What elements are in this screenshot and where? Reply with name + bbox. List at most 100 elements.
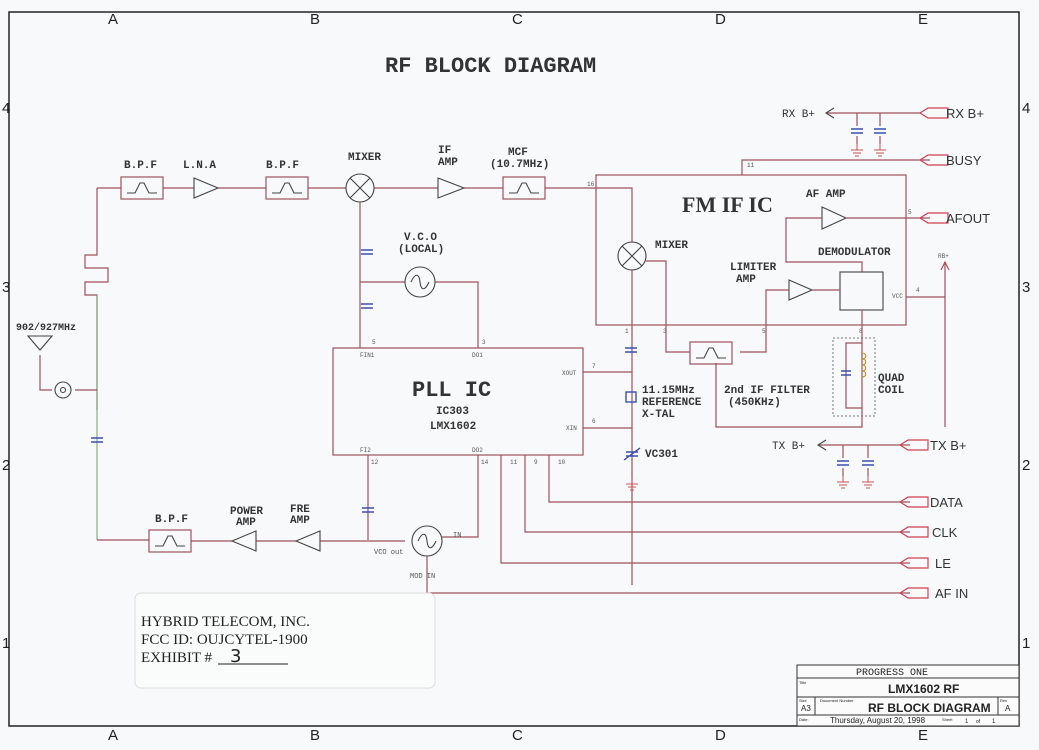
quad-coil-label-1: QUAD — [878, 373, 905, 385]
pre-amp-label-1: FRE — [290, 504, 310, 516]
ports: RX B+ BUSY AFOUT TX B+ DATA CLK LE AF IN — [899, 106, 990, 601]
svg-text:11: 11 — [747, 162, 755, 169]
power-amp-label-1: POWER — [230, 506, 263, 518]
svg-text:Title: Title — [799, 680, 807, 685]
pll-ic-ref: IC303 — [436, 406, 469, 418]
af-amp-icon — [821, 206, 848, 230]
stamp-exhibit-label: EXHIBIT # — [141, 650, 212, 666]
limiter-amp-label-2: AMP — [736, 274, 756, 286]
antenna-freq: 902/927MHz — [16, 322, 76, 334]
pll-ic-title: PLL IC — [412, 378, 491, 403]
svg-text:5: 5 — [908, 209, 912, 216]
grid-col-c-bottom: C — [512, 727, 523, 744]
grid-row-4-right: 4 — [1022, 100, 1030, 117]
rx-wires — [39, 187, 596, 541]
svg-text:6: 6 — [592, 418, 596, 425]
varcap-label: VC301 — [645, 449, 678, 461]
mcf-icon — [502, 176, 546, 200]
port-clk: CLK — [932, 525, 958, 540]
stamp-fcc-id: FCC ID: OUJCYTEL-1900 — [141, 632, 308, 648]
power-amp-label-2: AMP — [236, 517, 256, 529]
second-if-filter-icon — [689, 341, 733, 365]
grid-row-2-right: 2 — [1022, 457, 1030, 474]
svg-text:3: 3 — [482, 339, 486, 346]
demodulator-label: DEMODULATOR — [818, 247, 891, 259]
mcf-label-1: MCF — [508, 147, 528, 159]
if-mixer-label: MIXER — [655, 240, 688, 252]
svg-text:Sheet: Sheet — [942, 717, 953, 722]
rx-rail: RX B+ — [782, 107, 920, 157]
svg-text:1: 1 — [625, 328, 629, 335]
rx-mixer-icon — [345, 173, 375, 203]
svg-text:7: 7 — [592, 363, 596, 370]
svg-text:3: 3 — [663, 328, 667, 335]
svg-text:16: 16 — [587, 181, 595, 188]
grid-row-3: 3 — [2, 279, 10, 296]
stamp-exhibit-number: 3 — [230, 646, 241, 667]
vco-local-label-2: (LOCAL) — [398, 244, 444, 256]
mixer-coupling-cap-icon — [360, 249, 374, 255]
demodulator-block — [839, 271, 884, 311]
crystal-icon — [625, 391, 637, 403]
limiter-amp-label-1: LIMITER — [730, 262, 777, 274]
port-rx-b: RX B+ — [946, 106, 984, 121]
grid-col-d-bottom: D — [715, 727, 726, 744]
tx-rail: TX B+ — [772, 439, 910, 489]
if-amp-label-1: IF — [438, 145, 451, 157]
crystal-label-1: 11.15MHz — [642, 385, 695, 397]
port-busy: BUSY — [946, 153, 982, 168]
svg-text:4: 4 — [916, 287, 920, 294]
svg-text:5: 5 — [762, 328, 766, 335]
pll-ic-part: LMX1602 — [430, 421, 476, 433]
tx-rail-label: TX B+ — [772, 441, 805, 453]
rb-plus-label: RB+ — [938, 253, 949, 260]
svg-text:DO1: DO1 — [472, 352, 483, 359]
port-afout: AFOUT — [946, 211, 990, 226]
vco-local-label-1: V.C.O — [404, 232, 437, 244]
tx-vco-icon — [411, 525, 443, 557]
tb-date: Thursday, August 20, 1998 — [830, 716, 926, 725]
grid-row-4: 4 — [2, 100, 10, 117]
port-data: DATA — [930, 495, 963, 510]
lna-label: L.N.A — [183, 160, 216, 172]
svg-text:11: 11 — [510, 459, 518, 466]
tb-company: PROGRESS ONE — [856, 668, 928, 679]
port-tx-b: TX B+ — [930, 438, 967, 453]
svg-text:1: 1 — [965, 719, 969, 725]
diagram-title: RF BLOCK DIAGRAM — [385, 54, 596, 79]
tb-docnum: RF BLOCK DIAGRAM — [868, 701, 991, 715]
port-le: LE — [935, 556, 951, 571]
svg-text:1: 1 — [992, 719, 996, 725]
if-amp-label-2: AMP — [438, 157, 458, 169]
svg-text:FIN1: FIN1 — [360, 352, 375, 359]
rx-bpf1-label: B.P.F — [124, 160, 157, 172]
quad-coil: QUAD COIL — [832, 337, 905, 417]
svg-text:9: 9 — [534, 459, 538, 466]
svg-text:of: of — [976, 719, 981, 725]
grid-col-a-bottom: A — [108, 727, 118, 744]
tb-rev: A — [1005, 704, 1011, 713]
svg-text:14: 14 — [481, 459, 489, 466]
stamp-company: HYBRID TELECOM, INC. — [141, 614, 310, 630]
pll-ic: PLL IC IC303 LMX1602 FIN1 DO1 XOUT XIN F… — [332, 339, 910, 564]
power-amp-icon — [230, 530, 257, 552]
svg-text:DO2: DO2 — [472, 447, 483, 454]
port-rx-b-icon — [919, 107, 949, 119]
quad-coil-label-2: COIL — [878, 385, 905, 397]
tb-size: A3 — [801, 704, 811, 713]
svg-text:FI2: FI2 — [360, 447, 371, 454]
grid-row-2: 2 — [2, 457, 10, 474]
rx-bpf2-label: B.P.F — [266, 160, 299, 172]
svg-text:Size: Size — [799, 698, 808, 703]
tb-title: LMX1602 RF — [888, 682, 959, 696]
if-mixer-icon — [617, 241, 647, 271]
antenna-connector-icon — [54, 381, 72, 399]
rx-bpf1-icon — [120, 176, 164, 200]
pre-amp-icon — [294, 530, 321, 552]
second-if-filter-label-2: (450KHz) — [728, 397, 781, 409]
af-amp-label: AF AMP — [806, 189, 846, 201]
svg-text:Date:: Date: — [799, 717, 809, 722]
rx-bpf2-icon — [265, 176, 309, 200]
vcc-label: VCC — [892, 293, 903, 300]
